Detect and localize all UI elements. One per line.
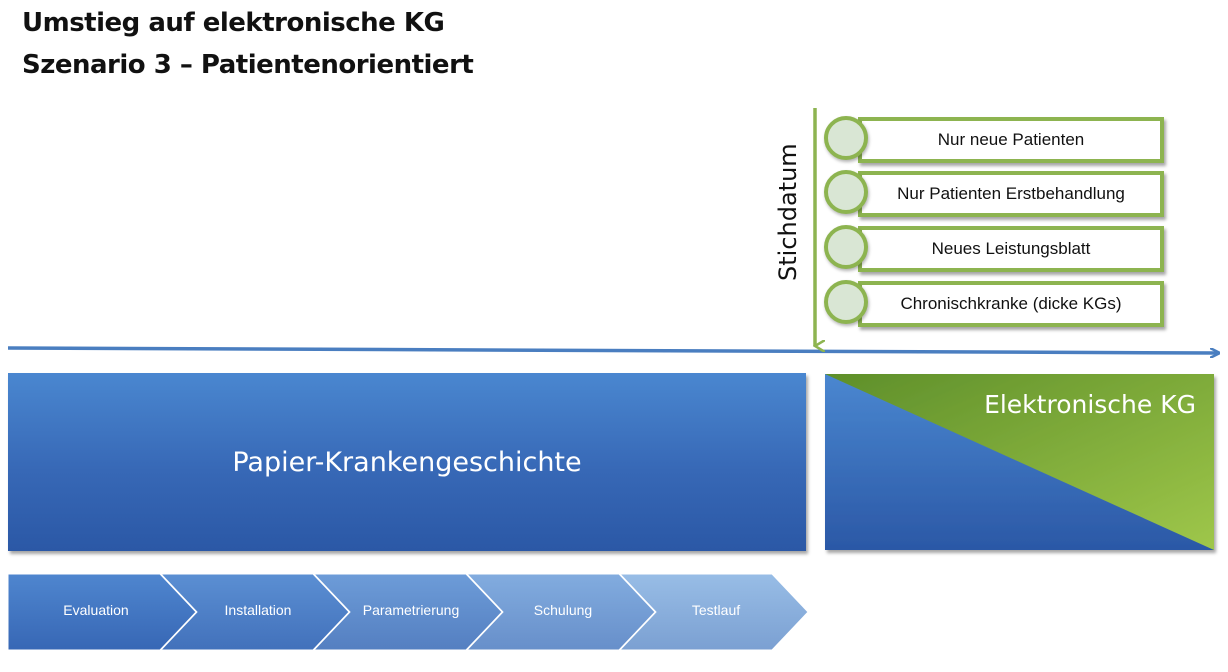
diagram-title: Umstieg auf elektronische KG	[22, 8, 445, 38]
cutoff-date-label: Stichdatum	[774, 143, 802, 281]
timeline-arrow	[7, 346, 1218, 353]
electronic-record-label: Elektronische KG	[984, 390, 1196, 419]
criterion-bullet-icon	[824, 280, 868, 324]
phase-label-evaluation: Evaluation	[63, 602, 129, 618]
criterion-bullet-icon	[824, 225, 868, 269]
criterion-first-treatment: Nur Patienten Erstbehandlung	[858, 171, 1164, 217]
criterion-bullet-icon	[824, 170, 868, 214]
diagram-subtitle: Szenario 3 – Patientenorientiert	[22, 50, 474, 80]
paper-record-bar: Papier-Krankengeschichte	[8, 373, 806, 551]
phase-label-installation: Installation	[224, 602, 292, 618]
paper-record-label: Papier-Krankengeschichte	[232, 446, 582, 478]
phase-label-parametrierung: Parametrierung	[362, 602, 460, 618]
phase-label-schulung: Schulung	[533, 602, 593, 618]
criterion-new-service-sheet: Neues Leistungsblatt	[858, 226, 1164, 272]
phase-label-testlauf: Testlauf	[691, 602, 741, 618]
criterion-bullet-icon	[824, 116, 868, 160]
criterion-new-patients: Nur neue Patienten	[858, 117, 1164, 163]
criterion-chronic-patients: Chronischkranke (dicke KGs)	[858, 281, 1164, 327]
